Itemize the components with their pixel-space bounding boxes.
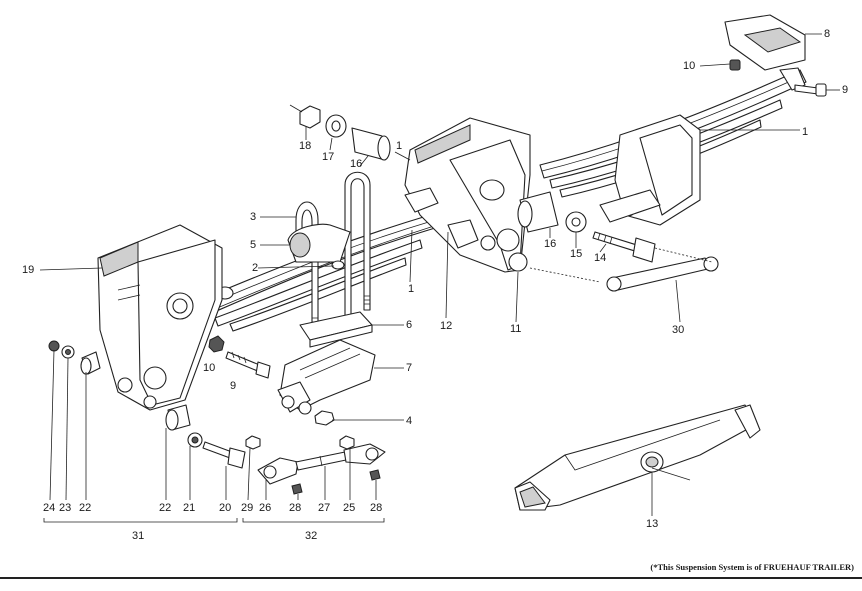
label-17: 17 [322, 151, 335, 163]
label-22-front: 22 [159, 502, 172, 514]
bolt-28-left [291, 483, 303, 495]
torque-arm-30 [606, 256, 719, 292]
label-24: 24 [43, 502, 56, 514]
label-12: 12 [440, 320, 453, 332]
nut-4 [314, 410, 335, 426]
label-31: 31 [132, 530, 145, 542]
bolt-28-right [369, 469, 381, 481]
spring-seat-top [287, 223, 351, 263]
washer-21 [187, 432, 203, 448]
label-13: 13 [646, 518, 659, 530]
label-11: 11 [510, 323, 522, 335]
label-6: 6 [406, 319, 413, 331]
label-3: 3 [250, 211, 257, 223]
rod-27 [295, 451, 347, 471]
label-20: 20 [219, 502, 232, 514]
nut-10-upper [729, 59, 741, 71]
label-1-mid: 1 [396, 140, 403, 152]
label-26: 26 [259, 502, 272, 514]
label-8: 8 [824, 28, 831, 40]
label-16-upper: 16 [350, 158, 363, 170]
label-29: 29 [241, 502, 254, 514]
bushing-16-right [517, 191, 559, 233]
bushing-22-front [165, 404, 191, 431]
label-28-right: 28 [370, 502, 383, 514]
axle-beam [514, 404, 761, 511]
label-14: 14 [594, 252, 607, 264]
rear-hanger [599, 114, 701, 226]
leader-lines [39, 33, 840, 516]
bolt-9-upper [794, 83, 827, 97]
nut-10-front [208, 335, 225, 353]
label-32: 32 [305, 530, 318, 542]
label-23: 23 [59, 502, 72, 514]
bushing-16-upper [351, 127, 391, 161]
label-1-rear: 1 [802, 126, 809, 138]
group-bracket-32 [242, 518, 385, 523]
nut-29b [339, 435, 355, 450]
washer-15 [565, 211, 587, 233]
label-10-upper: 10 [683, 60, 696, 72]
bolt-9-front [225, 351, 271, 379]
label-9-upper: 9 [842, 84, 849, 96]
axle-seat [277, 339, 376, 415]
label-19: 19 [22, 264, 35, 276]
label-28-left: 28 [289, 502, 302, 514]
label-1-front: 1 [408, 283, 415, 295]
bushing-22-left [80, 351, 101, 375]
label-4: 4 [406, 415, 413, 427]
end-25 [343, 443, 386, 465]
label-7: 7 [406, 362, 413, 374]
washer-17 [325, 114, 347, 138]
washer-23 [61, 345, 75, 359]
label-9-front: 9 [230, 380, 237, 392]
equalizer-bracket [404, 117, 531, 273]
label-10-front: 10 [203, 362, 216, 374]
bolt-20 [202, 441, 246, 469]
nut-18 [299, 105, 321, 129]
label-18: 18 [299, 140, 312, 152]
label-27: 27 [318, 502, 331, 514]
footer-rule [0, 577, 862, 579]
nut-24 [48, 340, 60, 352]
label-2: 2 [252, 262, 259, 274]
label-30: 30 [672, 324, 685, 336]
label-22-left: 22 [79, 502, 92, 514]
group-bracket-31 [43, 518, 238, 523]
label-25: 25 [343, 502, 356, 514]
spacer-2 [331, 260, 345, 270]
label-5: 5 [250, 239, 257, 251]
label-21: 21 [183, 502, 196, 514]
label-15: 15 [570, 248, 583, 260]
bolt-14 [592, 231, 656, 263]
front-hanger [97, 224, 223, 411]
footnote: (*This Suspension System is of FRUEHAUF … [650, 562, 854, 572]
end-26 [257, 457, 299, 485]
top-wear-pad [724, 14, 806, 91]
label-16-right: 16 [544, 238, 557, 250]
nut-29 [245, 435, 261, 450]
